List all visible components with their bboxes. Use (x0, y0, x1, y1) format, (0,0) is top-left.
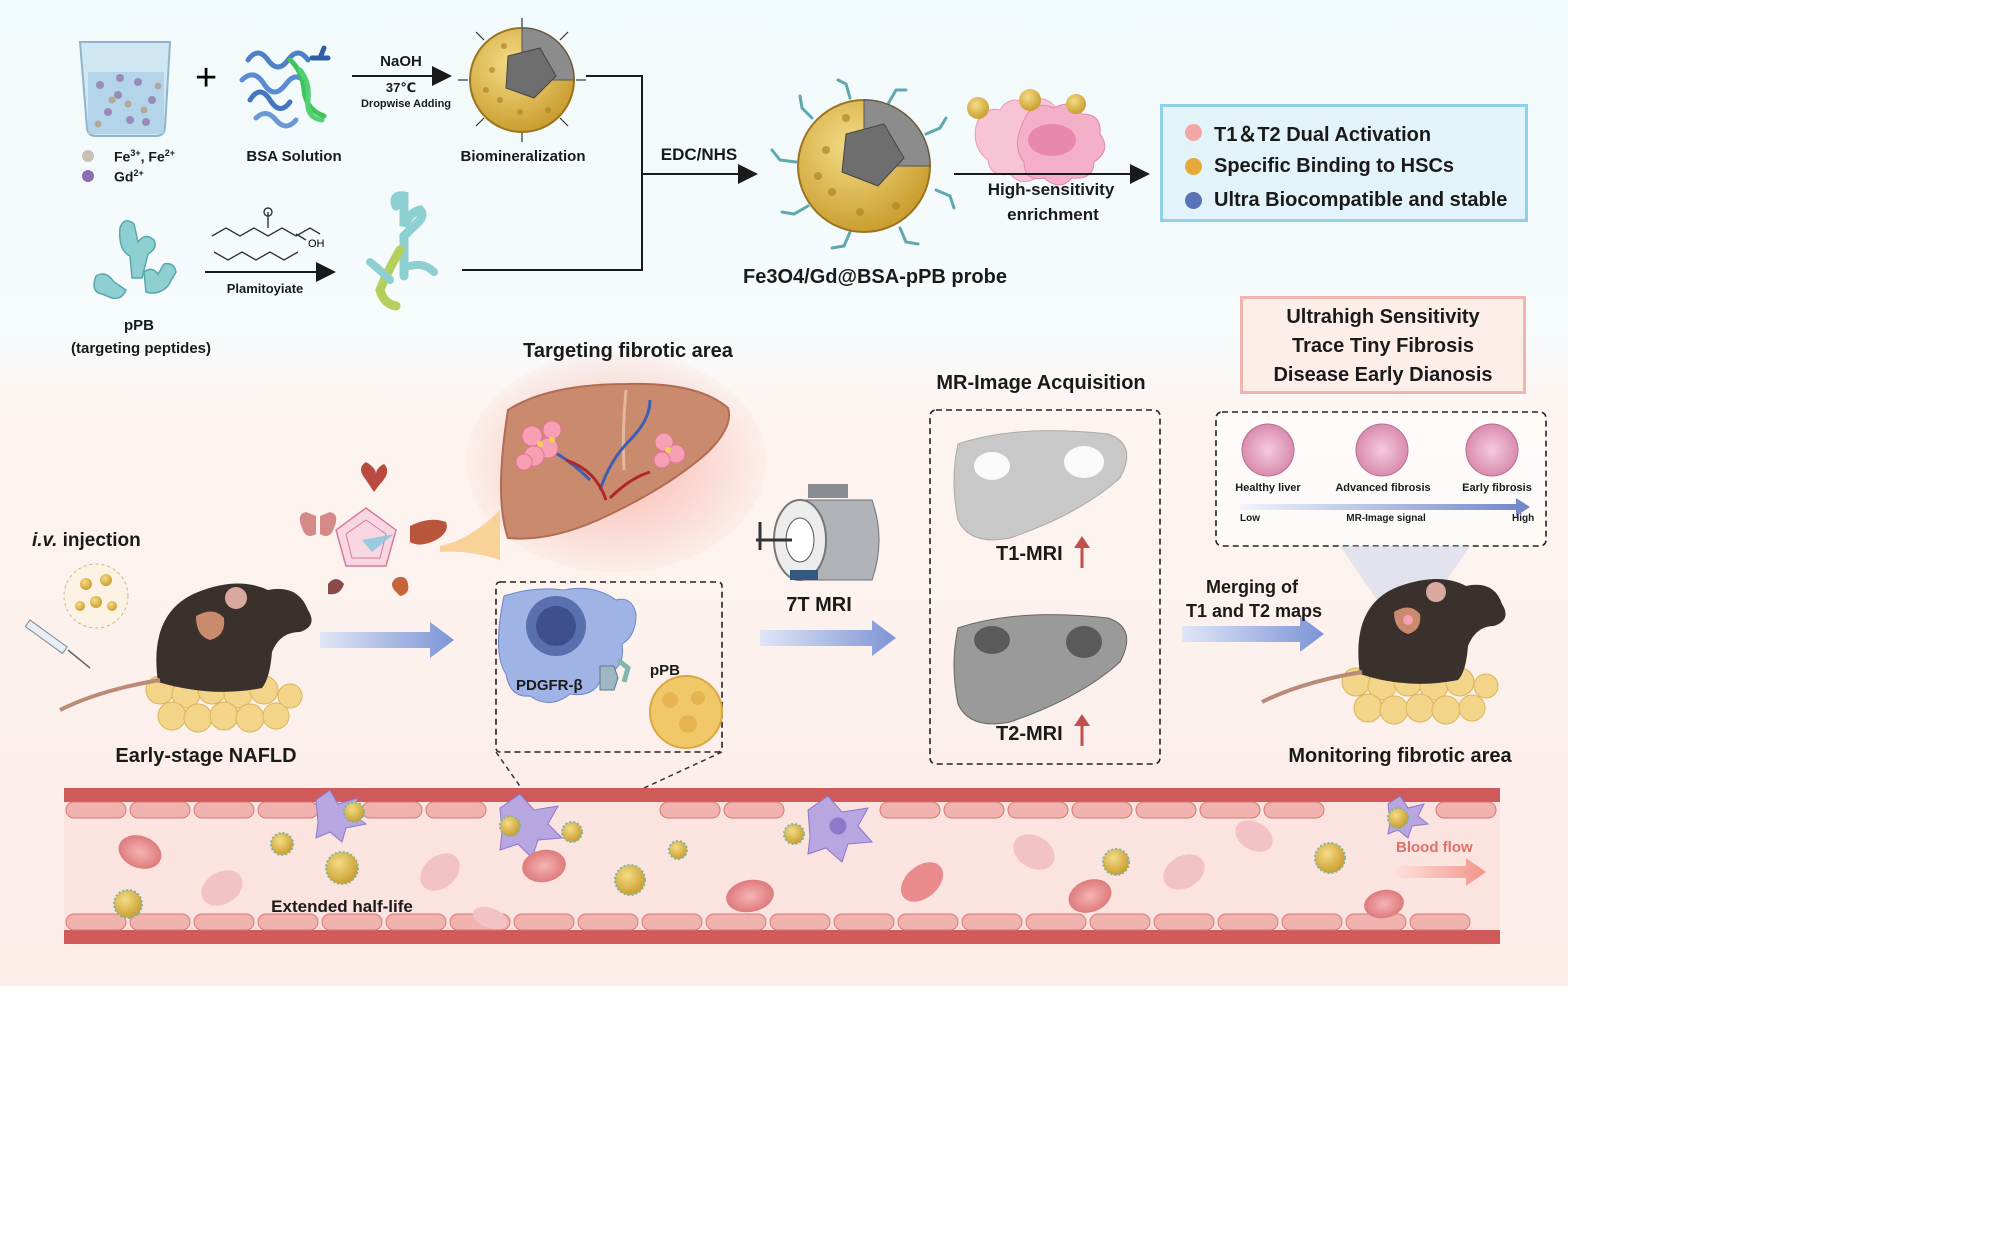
small-liver-icon (410, 519, 447, 545)
kidney-icon (392, 576, 409, 596)
blood-flow-label: Blood flow (1396, 839, 1473, 856)
histology-early-image (1465, 423, 1519, 477)
mri-scanner-icon (756, 484, 880, 581)
lung-icon (299, 512, 337, 536)
sensitivity-line-3: Disease Early Dianosis (1273, 364, 1493, 386)
t1-up-arrow-icon (1074, 536, 1090, 568)
ppb-subtitle: (targeting peptides) (70, 340, 212, 357)
red-blood-cells-icon (118, 820, 1404, 930)
feature-item-dual-activation: T1＆T2 Dual Activation (1185, 115, 1525, 149)
ion-legend-dots (82, 150, 94, 182)
injection-nanoparticles-icon (63, 563, 129, 629)
scale-mid-label: MR-Image signal (1346, 513, 1426, 524)
plus-icon: + (195, 57, 217, 99)
scale-high-label: High (1512, 513, 1535, 524)
palmitoylate-label: Plamitoyiate (226, 281, 304, 296)
histology-healthy-image (1241, 423, 1295, 477)
histology-label-early: Early fibrosis (1462, 482, 1532, 494)
pdgfr-label: PDGFR-β (516, 677, 583, 694)
stage-arrow-3 (1182, 616, 1324, 652)
signal-scale-arrow (1240, 498, 1530, 516)
t2-up-arrow-icon (1074, 714, 1090, 746)
t2-mri-label: T2-MRI (996, 723, 1063, 745)
edc-nhs-label: EDC/NHS (660, 145, 738, 164)
ions-fe-label: Fe3+, Fe2+ (114, 148, 175, 165)
targeting-title: Targeting fibrotic area (523, 340, 733, 362)
sensitivity-box: Ultrahigh Sensitivity Trace Tiny Fibrosi… (1240, 296, 1526, 394)
ions-gd-label: Gd2+ (114, 168, 144, 185)
ppb-binding-label: pPB (650, 662, 680, 679)
blood-flow-arrow (1392, 858, 1486, 886)
naoh-label: NaOH (380, 53, 422, 70)
stage-arrow-2 (760, 620, 896, 656)
probe-particle-icon (770, 78, 956, 250)
biodistribution-radar (335, 507, 500, 567)
heart-icon (361, 462, 388, 492)
hsc-zoom-box (495, 581, 723, 753)
merge-label-line2: T1 and T2 maps (1185, 601, 1323, 621)
feature-label-biocompatible: Ultra Biocompatible and stable (1214, 188, 1508, 211)
enriched-cells-icon (967, 89, 1106, 186)
feature-dot-pink (1185, 123, 1202, 141)
beaker-icon (78, 41, 172, 137)
nafld-label: Early-stage NAFLD (115, 745, 297, 767)
spleen-icon (328, 579, 344, 595)
histology-label-advanced: Advanced fibrosis (1335, 482, 1431, 494)
acquisition-title: MR-Image Acquisition (936, 372, 1146, 394)
syringe-icon (24, 619, 91, 669)
feature-item-binding: Specific Binding to HSCs (1185, 149, 1525, 183)
bsa-protein-icon (239, 45, 331, 129)
ppb-title: pPB (124, 317, 154, 334)
t2-liver-map (953, 614, 1128, 725)
half-life-label: Extended half-life (271, 897, 413, 916)
scale-low-label: Low (1240, 513, 1260, 524)
sensitivity-line-1: Ultrahigh Sensitivity (1286, 306, 1480, 328)
biomineralized-particle-icon (458, 18, 586, 142)
merge-lines (462, 75, 758, 271)
feature-label-dual-activation: T1＆T2 Dual Activation (1214, 123, 1432, 146)
mouse-icon (59, 583, 312, 712)
probe-closeup-icon (649, 675, 723, 749)
palmitic-acid-structure (211, 207, 321, 261)
stage-arrow-1 (320, 622, 454, 658)
t1-mri-label: T1-MRI (996, 543, 1063, 565)
circulating-nanoparticles-icon (113, 801, 1409, 919)
histology-label-healthy: Healthy liver (1235, 482, 1301, 494)
figure-canvas: + OH (0, 0, 1568, 986)
bsa-solution-label: BSA Solution (246, 148, 342, 165)
sensitivity-line-2: Trace Tiny Fibrosis (1292, 335, 1474, 357)
probe-name-label: Fe3O4/Gd@BSA-pPB probe (743, 266, 1007, 288)
merge-label-line1: Merging of (1206, 577, 1298, 597)
illustration-layer: + OH (24, 18, 1547, 944)
hsc-cell-icon (498, 587, 637, 703)
feature-legend: T1＆T2 Dual Activation Specific Binding t… (1160, 104, 1528, 222)
mouse-right-icon (1261, 579, 1506, 704)
liver-icon (500, 382, 730, 540)
histology-advanced-image (1355, 423, 1409, 477)
feature-dot-blue (1185, 191, 1202, 209)
feature-dot-orange (1185, 157, 1202, 175)
feature-item-biocompatible: Ultra Biocompatible and stable (1185, 183, 1525, 217)
enrichment-label-line2: enrichment (1007, 205, 1099, 224)
mri-label: 7T MRI (786, 594, 852, 616)
feature-label-binding: Specific Binding to HSCs (1214, 154, 1455, 177)
enrichment-label-line1: High-sensitivity (987, 180, 1115, 199)
t1-liver-map (953, 430, 1128, 541)
dropwise-label: Dropwise Adding (360, 98, 452, 110)
monitoring-label: Monitoring fibrotic area (1288, 745, 1512, 767)
injection-label: i.v. injection (32, 530, 141, 551)
blood-vessel (64, 788, 1500, 944)
oh-label: OH (308, 238, 325, 250)
palmitoylated-peptide-icon (366, 191, 438, 311)
temperature-label: 37℃ (385, 80, 417, 95)
histology-box (1215, 411, 1547, 547)
biomineralization-label: Biomineralization (460, 148, 586, 165)
ppb-peptide-icon (93, 220, 177, 300)
